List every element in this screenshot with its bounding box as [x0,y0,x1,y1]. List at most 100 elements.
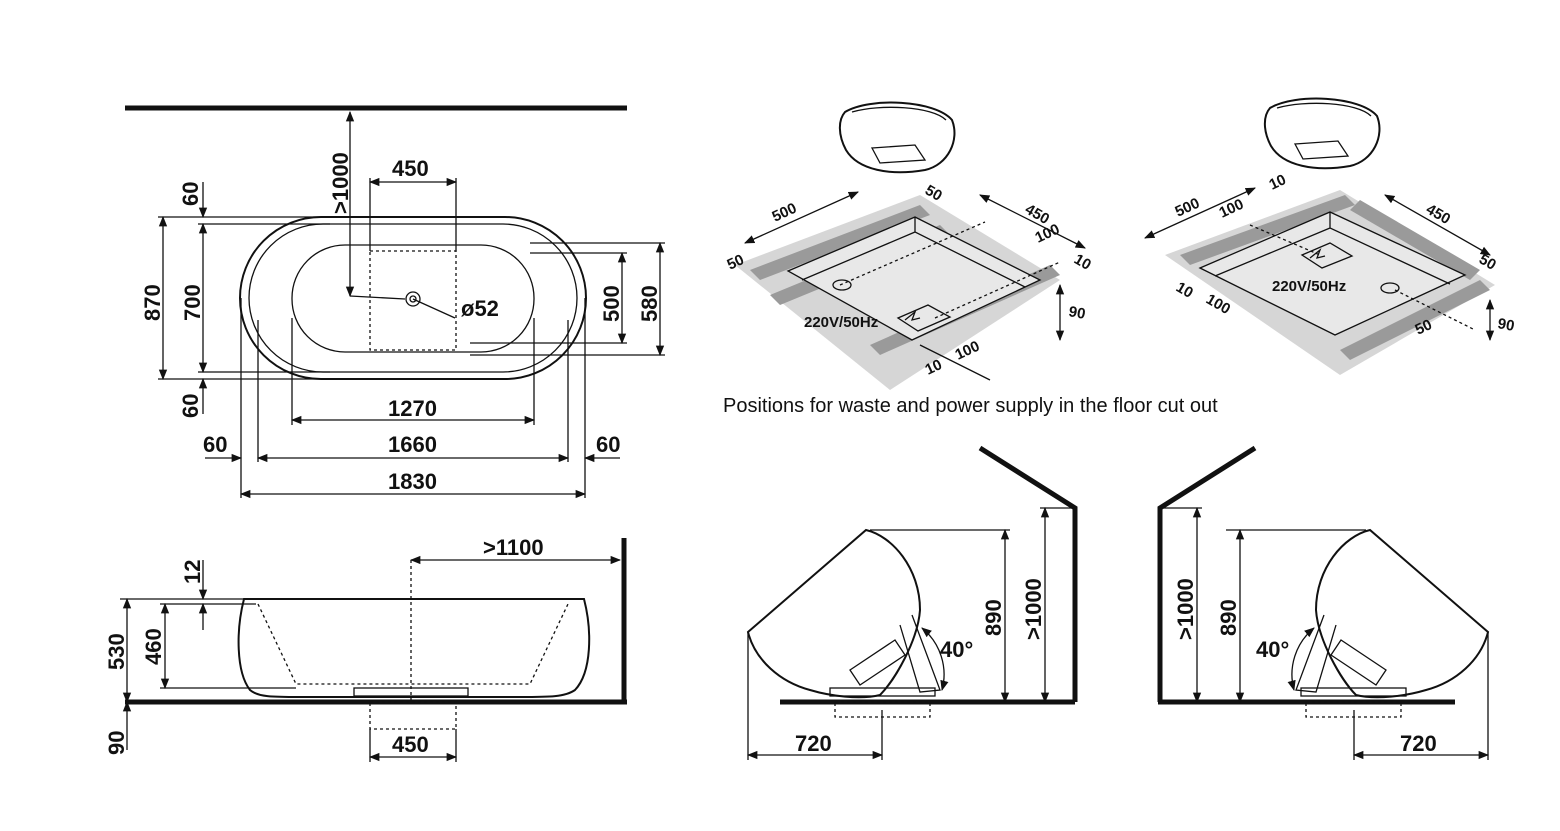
dim-angle: 40° [940,637,973,662]
power-label: 220V/50Hz [804,314,878,331]
tub-outer-outline [239,216,587,380]
power-symbol [896,304,952,332]
cutout-rect [1198,211,1467,336]
dim-overall-width: 870 [140,284,165,321]
drain-leader [412,298,456,319]
dim-50: 50 [1476,251,1499,274]
tub-thumbnail-cutout [870,144,927,164]
tub-tilted [1314,528,1490,699]
floor-cutout-right: 500 100 10 450 50 10 100 50 90 220V/50Hz [1144,97,1516,375]
center-line [1394,289,1476,331]
dim-basin-length: 1270 [388,396,437,421]
drain-inner [409,295,417,303]
dim-100: 100 [1217,196,1247,222]
dim-890: 890 [981,599,1006,636]
dim-50: 50 [725,251,747,273]
dim-890: 890 [1216,599,1241,636]
dim-90: 90 [1496,315,1515,335]
tilt-view-right: 890 >1000 40° 720 [1157,445,1490,760]
pump-unit [1330,639,1387,686]
dim-angle: 40° [1256,637,1289,662]
dim-top-rim: 60 [178,182,203,206]
dim-10: 10 [1071,251,1094,274]
dim-line [979,194,1086,249]
lightning-icon [904,310,921,321]
dim-basin-outer: 580 [637,285,662,322]
tub-thumbnail-rim [851,106,947,121]
dim-450: 450 [1423,201,1453,228]
floor-band [1340,280,1490,360]
tub-thumbnail [838,101,956,174]
cutout-depth [801,217,1026,288]
tub-side-profile [237,598,591,698]
dim-wall-clearance: >1000 [328,152,353,214]
dim-500: 500 [770,200,800,226]
floor-band [1180,195,1355,265]
plan-view: >1000 450 60 870 700 60 ø52 500 580 [125,105,665,499]
wall-line [978,445,1078,702]
tub-rim-outline [248,223,578,373]
dim-wall-height: >1000 [1173,578,1198,640]
tub-tilted [746,528,922,699]
dim-rim-thickness: 12 [180,560,205,584]
tub-inner-profile [257,603,569,685]
dim-90: 90 [1067,303,1086,323]
tub-basin-outline [291,244,535,353]
dim-base-width: 720 [1400,731,1437,756]
cutout-depth [1214,212,1451,285]
angle-arc [1287,627,1315,692]
dim-bottom-rim: 60 [178,394,203,418]
dim-drain-diameter: ø52 [461,296,499,321]
floor-cutout-left: 500 50 50 450 100 10 90 100 10 220V/50Hz [725,101,1094,390]
dim-10b: 10 [923,356,945,378]
dim-cutout-width: 450 [392,732,429,757]
pump-unit [849,639,906,686]
dim-100: 100 [1033,221,1063,247]
power-symbol [1300,242,1354,269]
tub-thumbnail-cutout [1293,140,1350,160]
dim-line [1384,194,1491,256]
dim-line [1144,187,1256,239]
floor-cutout [369,701,457,730]
side-view: >1100 12 460 530 90 450 [104,535,627,762]
drain-fitting [1300,687,1407,697]
center-line [934,261,1061,319]
dim-line [744,191,859,244]
dim-inner-width: 700 [180,284,205,321]
cutout-caption: Positions for waste and power supply in … [723,395,1218,417]
dim-10: 10 [1267,171,1289,193]
power-label: 220V/50Hz [1272,278,1346,295]
dim-50b: 50 [1413,316,1435,338]
center-line [839,221,986,286]
ext-line [349,295,406,300]
drain-fitting [829,687,936,697]
dim-line [919,344,991,381]
dim-inner-length: 1660 [388,432,437,457]
dim-drain-width: 450 [392,156,429,181]
dim-rim-right: 60 [596,432,620,457]
dim-wall-height: >1000 [1021,578,1046,640]
tub-thumbnail-rim [1276,102,1372,117]
dim-inner-depth: 460 [141,628,166,665]
waste-symbol [832,279,852,291]
drain-icon [405,291,421,307]
tub-thumbnail [1263,97,1381,170]
angle-arc [921,627,949,692]
center-line [1249,224,1321,256]
dim-floor-depth: 90 [104,731,129,755]
drain-area [369,250,457,351]
dim-total-height: 530 [104,633,129,670]
waste-symbol [1380,282,1400,294]
dim-overall-length: 1830 [388,469,437,494]
dim-wall-clearance: >1100 [483,535,544,560]
tilt-view-left: 890 >1000 40° 720 [746,445,1078,760]
dim-base-width: 720 [795,731,832,756]
wall-line [1157,445,1257,702]
dim-rim-left: 60 [203,432,227,457]
dim-500: 500 [1173,195,1203,221]
dim-10b: 10 [1173,279,1196,302]
cutout-rect [786,216,1042,341]
dim-basin-inner: 500 [599,285,624,322]
dim-50b: 50 [922,182,945,205]
